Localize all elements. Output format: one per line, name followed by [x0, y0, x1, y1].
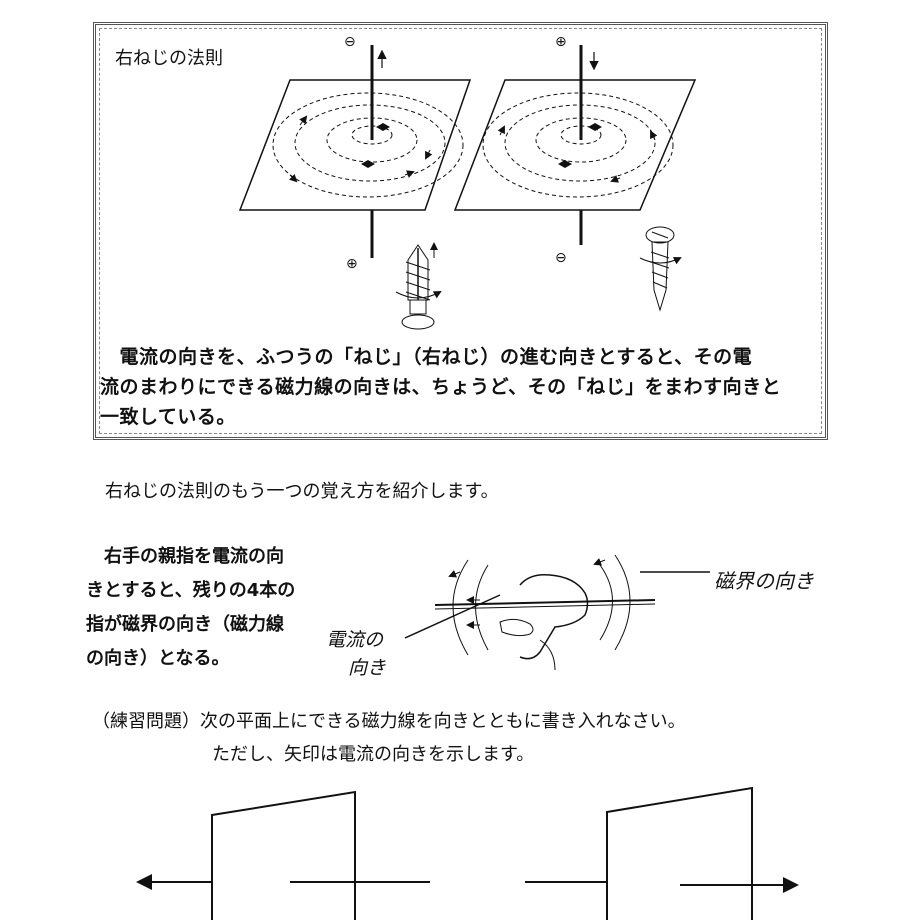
- screw-right: [639, 226, 682, 312]
- plus-sign-icon: ⊕: [555, 34, 567, 50]
- minus-sign-icon: ⊖: [344, 34, 356, 50]
- box-paragraph: 電流の向きを、ふつうの「ねじ」（右ねじ）の進む向きとすると、その電 流のまわりに…: [100, 346, 782, 428]
- label-magnetic-field-direction: 磁界の向き: [714, 569, 814, 593]
- right-hand-rule-text: 右手の親指を電流の向 きとすると、残りの4本の 指が磁界の向き（磁力線 の向き）…: [86, 546, 296, 669]
- exercise-question: （練習問題）次の平面上にできる磁力線を向きとともに書き入れなさい。: [92, 711, 686, 732]
- law-frame: [93, 22, 828, 440]
- box-title: 右ねじの法則: [115, 48, 223, 69]
- intro-text: 右ねじの法則のもう一つの覚え方を紹介します。: [105, 481, 499, 502]
- exercise-note: ただし、矢印は電流の向きを示します。: [212, 744, 535, 765]
- right-hand-illustration: [404, 554, 710, 671]
- right-plane-diagram: [453, 45, 697, 245]
- label-current-direction: 電流の 向き: [326, 629, 387, 679]
- minus-sign-icon: ⊖: [555, 250, 567, 266]
- left-plane-diagram: [238, 45, 472, 258]
- exercise-figure-left: [136, 790, 430, 920]
- plus-sign-icon: ⊕: [346, 256, 358, 272]
- exercise-figure-right: [525, 786, 799, 920]
- screw-left: [395, 242, 442, 330]
